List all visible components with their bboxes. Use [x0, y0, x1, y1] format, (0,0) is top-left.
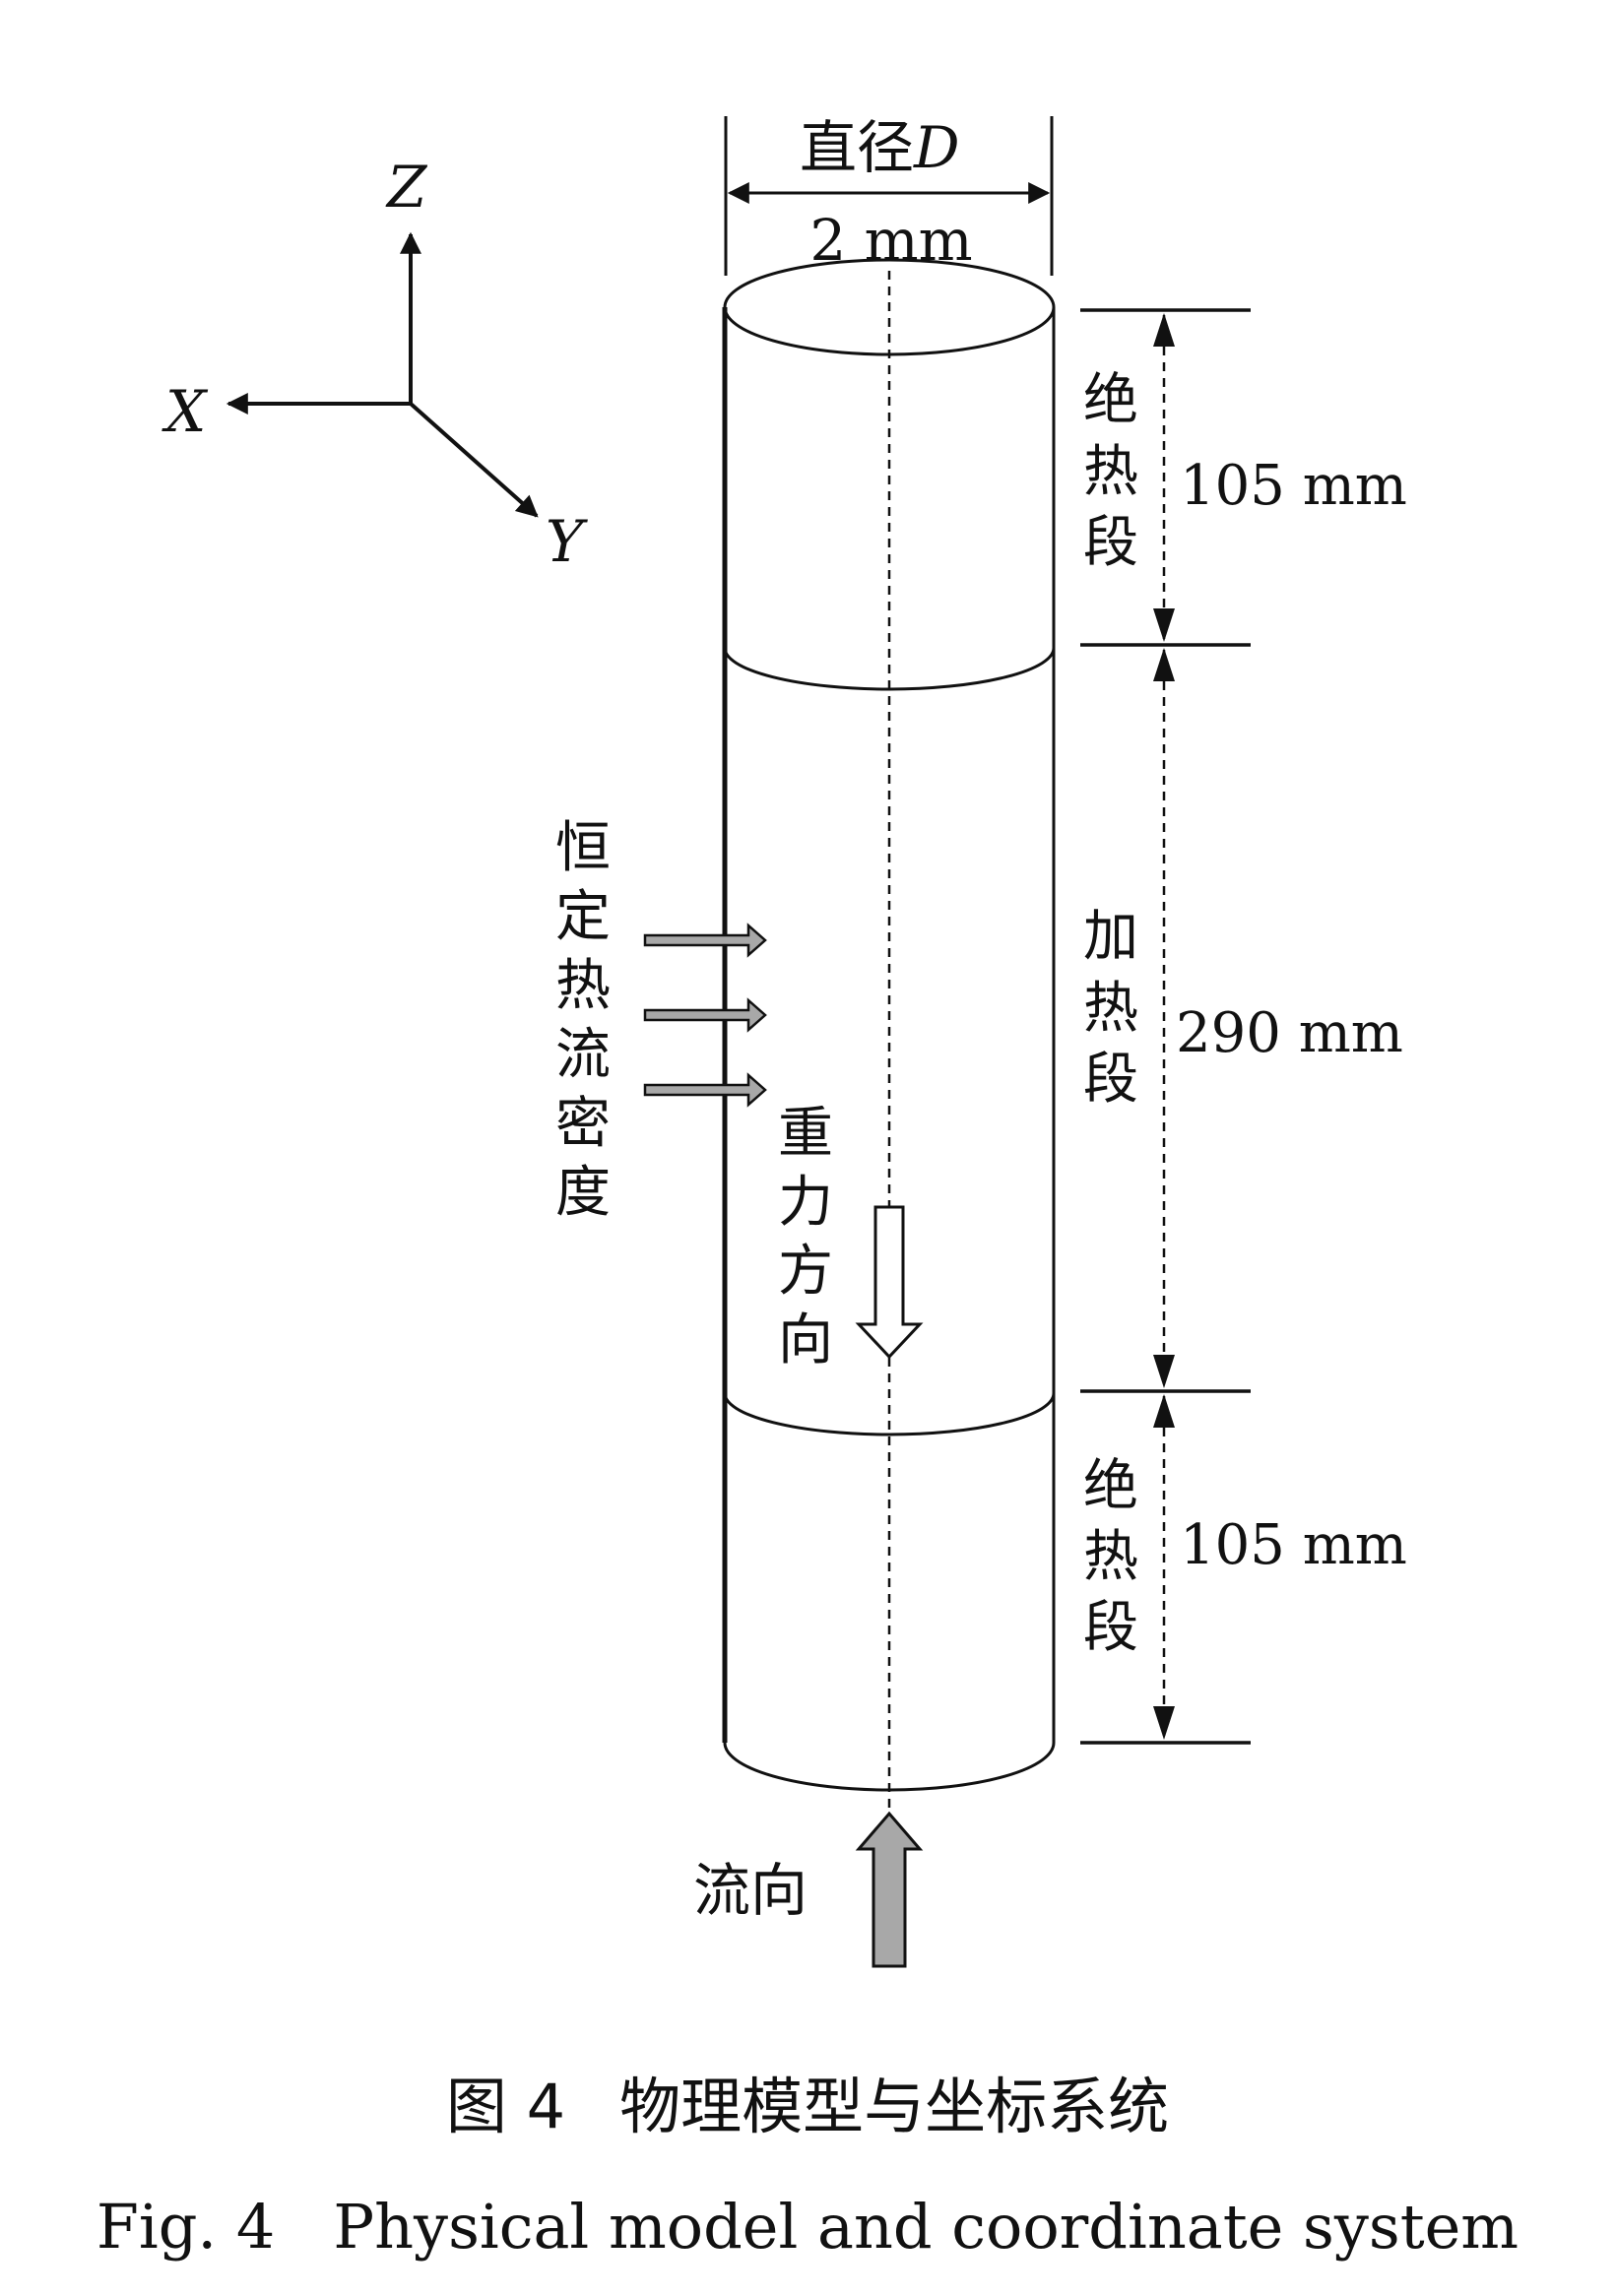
section-upper-length: 105 mm — [1180, 454, 1407, 518]
heat-flux-arrow-2 — [643, 997, 767, 1033]
heat-flux-arrow-3 — [643, 1072, 767, 1108]
y-axis — [409, 402, 539, 518]
heat-flux-label: 恒 定 热 流 密 度 — [555, 816, 611, 1225]
section-dimensions — [1080, 308, 1251, 1745]
section-middle-length: 290 mm — [1176, 1001, 1403, 1065]
flow-arrow — [855, 1811, 924, 1968]
pipe-bottom-edge — [723, 1742, 1056, 1792]
section-boundary-lower — [723, 1392, 1056, 1436]
caption-cn-text: 物理模型与坐标系统 — [619, 2071, 1169, 2142]
section-lower-char-1: 绝 — [1083, 1454, 1138, 1518]
flow-label: 流向 — [693, 1857, 808, 1924]
caption-cn-number: 图 4 — [446, 2071, 565, 2142]
section-upper-char-3: 段 — [1083, 511, 1138, 575]
section-lower-char-2: 热 — [1083, 1525, 1138, 1589]
z-axis-label: Z — [385, 154, 428, 221]
pipe — [722, 258, 1056, 1810]
section-upper-char-2: 热 — [1083, 440, 1138, 504]
coordinate-system — [226, 231, 539, 518]
gravity-label: 重 力 方 向 — [778, 1102, 833, 1372]
section-middle-char-2: 热 — [1083, 977, 1138, 1041]
gravity-char-2: 力 — [778, 1171, 833, 1235]
gravity-char-3: 方 — [778, 1240, 833, 1304]
section-lower-char-3: 段 — [1083, 1596, 1138, 1660]
section-upper-char-1: 绝 — [1083, 368, 1138, 432]
diameter-label-symbol: D — [913, 114, 960, 181]
section-lower-label: 绝 热 段 — [1083, 1454, 1138, 1660]
gravity-char-4: 向 — [778, 1308, 833, 1372]
section-middle-char-1: 加 — [1083, 905, 1138, 969]
caption-en: Fig. 4 Physical model and coordinate sys… — [97, 2191, 1519, 2263]
section-upper-label: 绝 热 段 — [1083, 368, 1138, 575]
heat-flux-char-1: 恒 — [555, 816, 611, 880]
heat-flux-char-4: 流 — [555, 1023, 611, 1087]
diameter-dimension — [724, 116, 1054, 276]
gravity-char-1: 重 — [778, 1102, 833, 1166]
x-axis-label: X — [162, 378, 209, 445]
section-middle-label: 加 热 段 — [1083, 905, 1138, 1112]
heat-flux-char-3: 热 — [555, 954, 611, 1018]
caption-cn: 图 4 物理模型与坐标系统 — [446, 2071, 1169, 2142]
heat-flux-char-5: 密 — [555, 1092, 611, 1156]
heat-flux-char-6: 度 — [555, 1161, 611, 1225]
heat-flux-arrows — [643, 923, 767, 1108]
diameter-label-prefix: 直径 — [800, 114, 914, 181]
y-axis-label: Y — [546, 508, 588, 575]
gravity-arrow — [855, 1205, 924, 1360]
section-middle-char-3: 段 — [1083, 1048, 1138, 1112]
diameter-label: 直径D — [800, 114, 960, 181]
section-lower-length: 105 mm — [1180, 1513, 1407, 1577]
heat-flux-char-2: 定 — [555, 885, 611, 949]
dimension-arrowheads — [1153, 313, 1175, 1740]
heat-flux-arrow-1 — [643, 923, 767, 958]
